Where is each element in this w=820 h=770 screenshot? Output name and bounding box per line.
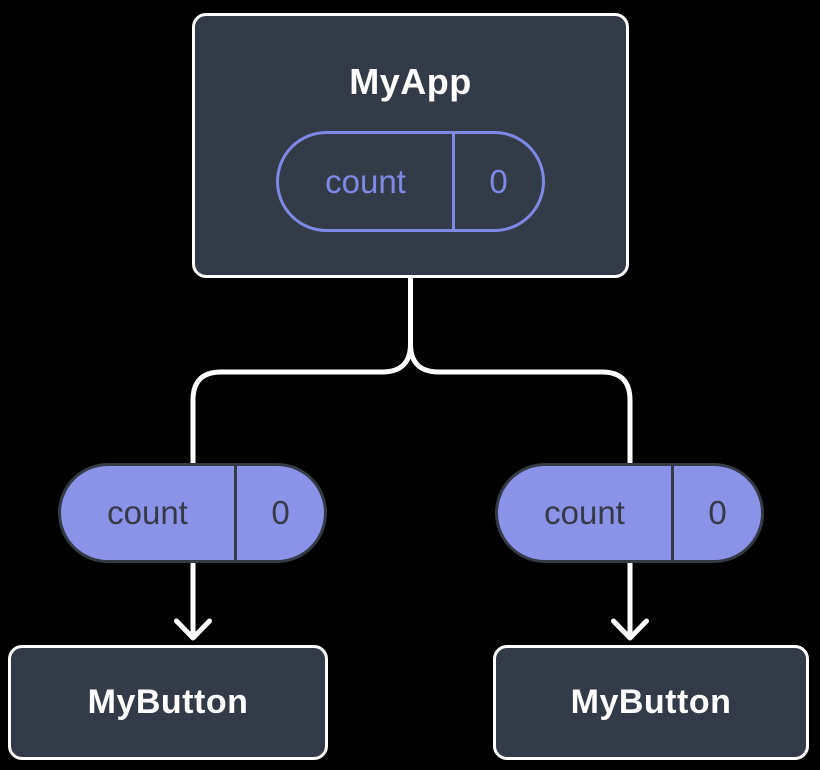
left-mybutton-title: MyButton	[87, 683, 249, 721]
right-prop-name-label: count	[544, 494, 625, 531]
left-prop-value-label: 0	[234, 466, 324, 560]
left-branch-line	[190, 341, 413, 466]
left-prop-name-label: count	[107, 494, 188, 531]
state-value-label: 0	[452, 134, 542, 229]
myapp-state-pill: count 0	[276, 131, 545, 232]
state-name-label: count	[325, 162, 406, 200]
myapp-node: MyApp count 0	[192, 13, 629, 278]
right-mybutton-node: MyButton	[493, 645, 809, 760]
right-prop-value-label: 0	[671, 466, 761, 560]
left-mybutton-node: MyButton	[8, 645, 328, 760]
myapp-node-title: MyApp	[349, 61, 472, 102]
left-prop-pill: count 0	[58, 463, 327, 563]
right-arrowhead-icon	[611, 618, 649, 641]
left-arrowhead-icon	[174, 618, 212, 641]
right-prop-pill: count 0	[495, 463, 764, 563]
right-branch-line	[408, 341, 633, 466]
right-mybutton-title: MyButton	[570, 683, 732, 721]
